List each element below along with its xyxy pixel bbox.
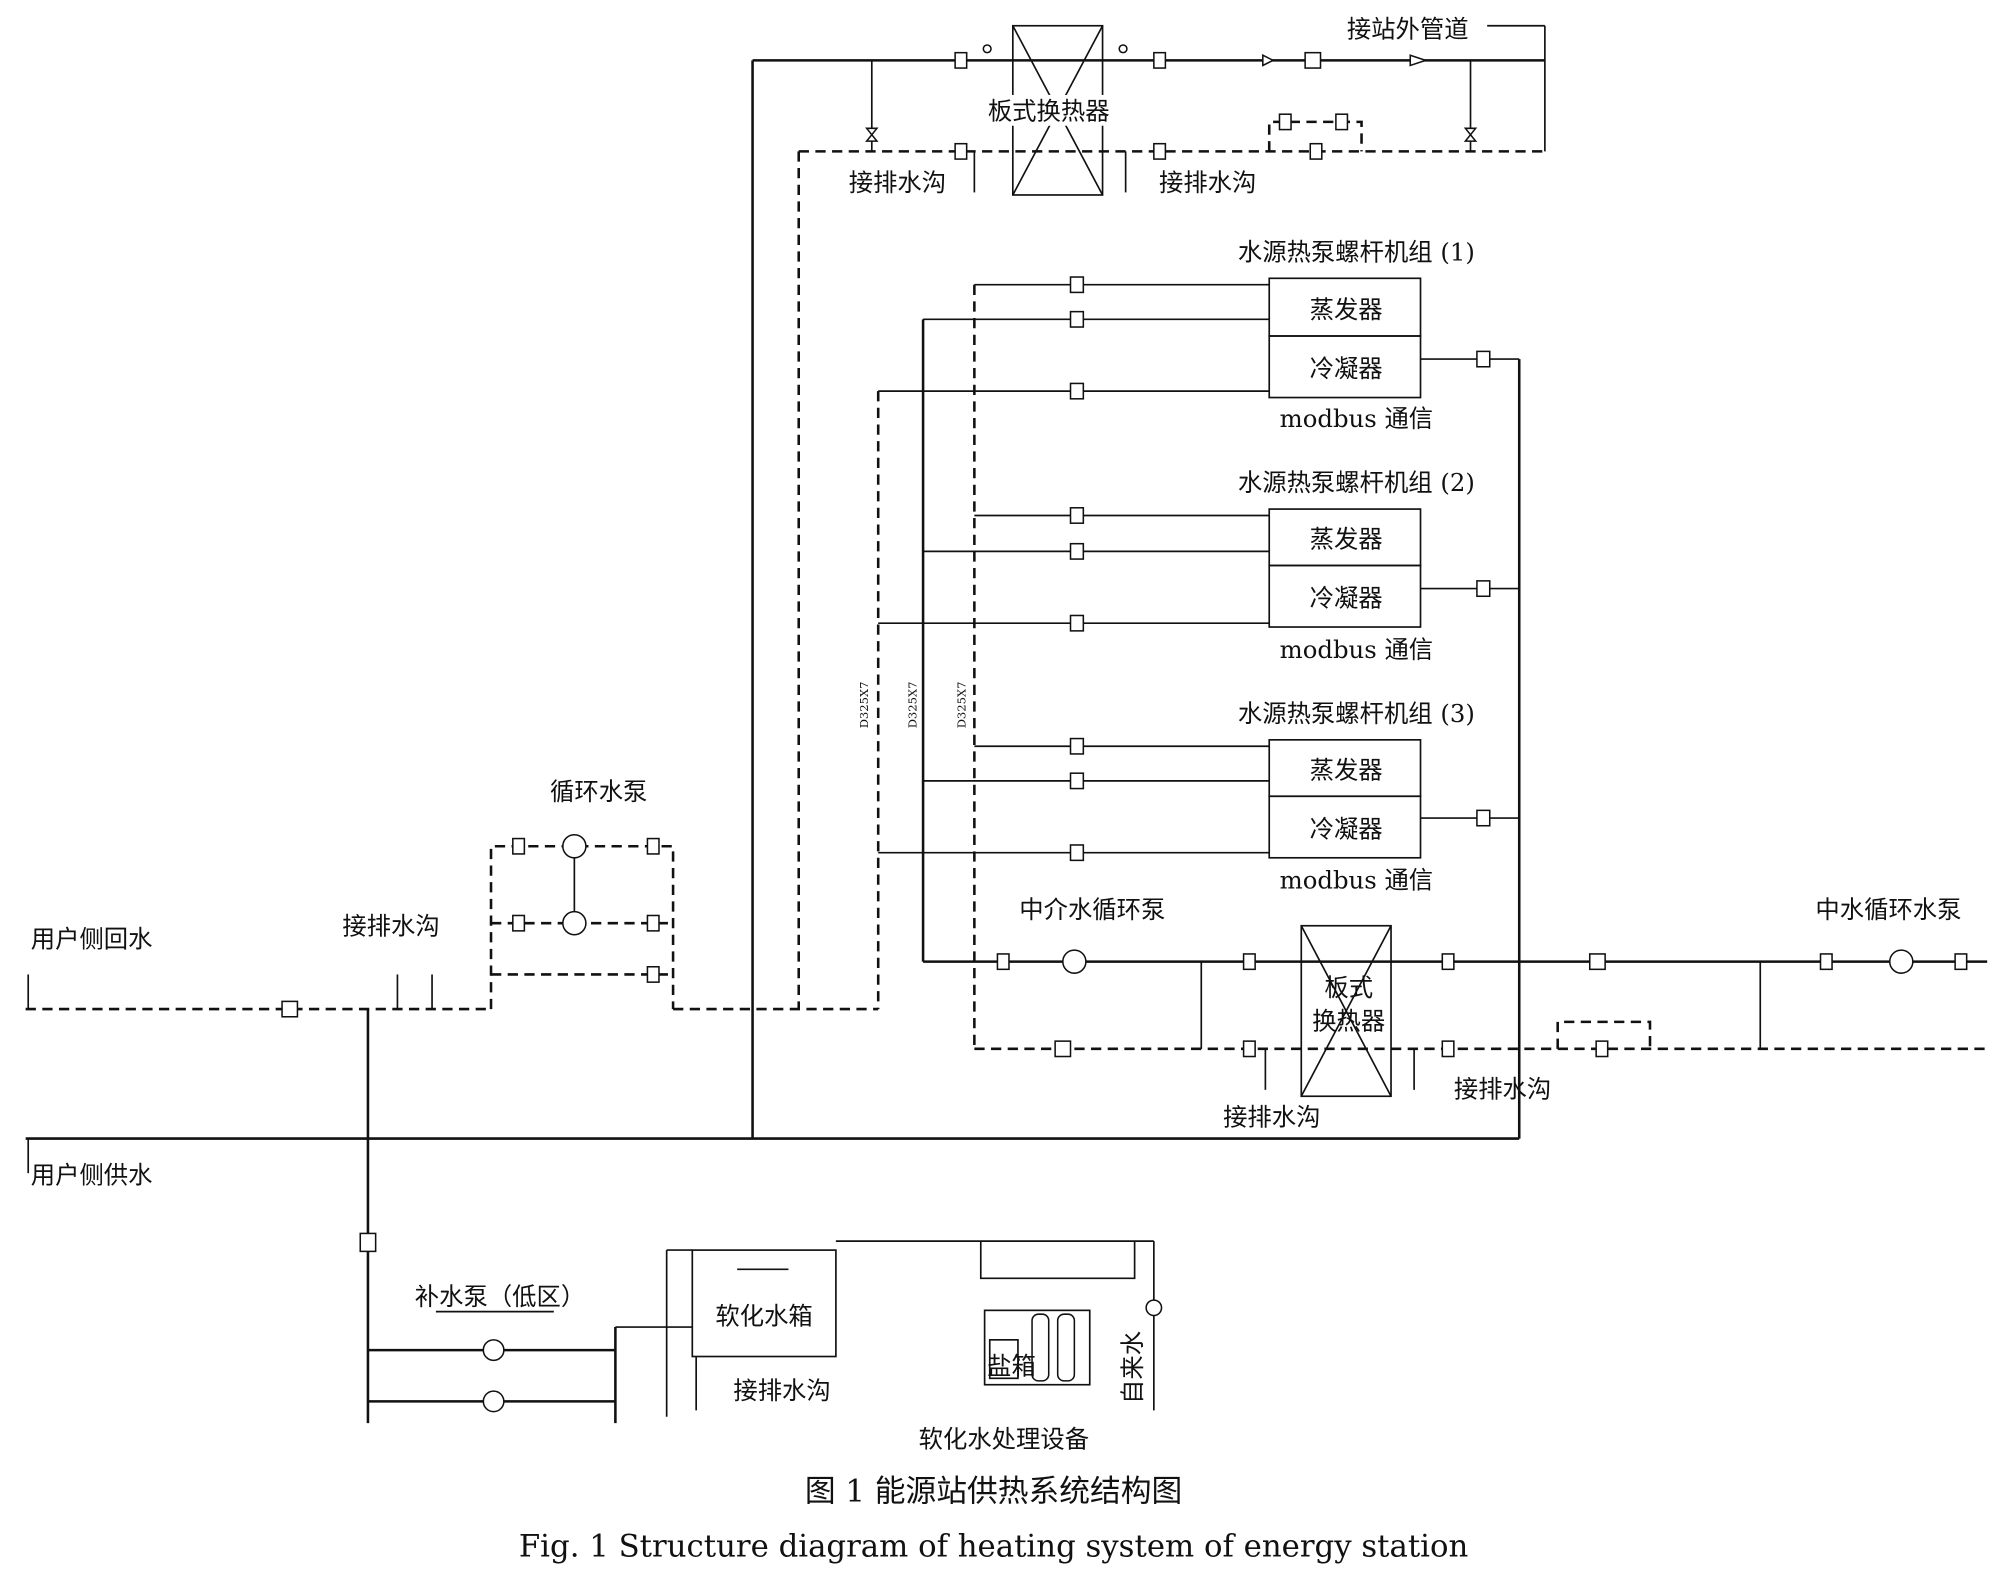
top-hx-label: 板式换热器	[988, 96, 1110, 125]
condenser-label: 冷凝器	[1310, 354, 1383, 383]
pipe-spec-label: D325X7	[857, 682, 871, 729]
user-side: 循环水泵 接排水沟 用户侧回水 用户侧供水	[25, 777, 1520, 1424]
unit-2: 蒸发器 冷凝器 水源热泵螺杆机组 (2) modbus 通信	[878, 468, 1520, 664]
user-supply-label: 用户侧供水	[31, 1160, 153, 1189]
drain-label: 接排水沟	[1223, 1103, 1320, 1132]
evaporator-label: 蒸发器	[1310, 525, 1383, 554]
bottom-plate-heat-exchanger	[1300, 924, 1392, 1098]
pipe-spec-label: D325X7	[906, 682, 920, 729]
circulation-pump-label: 循环水泵	[550, 777, 647, 806]
condenser-label: 冷凝器	[1310, 584, 1383, 613]
makeup-system: 补水泵（低区） 软化水箱 接排水沟 盐箱 软化水处理设备 自来水	[359, 1232, 1163, 1454]
caption-en: Fig. 1 Structure diagram of heating syst…	[519, 1529, 1468, 1565]
drain-label: 接排水沟	[342, 912, 439, 941]
pipe-spec-label: D325X7	[954, 682, 968, 729]
top-components	[865, 44, 1478, 160]
evaporator-label: 蒸发器	[1310, 755, 1383, 784]
unit-3: 蒸发器 冷凝器 水源热泵螺杆机组 (3) modbus 通信	[878, 699, 1520, 895]
unit-label: 水源热泵螺杆机组 (2)	[1238, 468, 1475, 497]
soft-tank-label: 软化水箱	[715, 1301, 812, 1330]
modbus-label: modbus 通信	[1280, 866, 1434, 895]
caption-cn: 图 1 能源站供热系统结构图	[805, 1473, 1182, 1509]
soft-water-tank	[691, 1249, 837, 1358]
medium-loop: 板式 换热器 中介水循环泵 中水循环水泵 接排水沟 接排水沟	[923, 895, 1988, 1132]
outside-pipe-label: 接站外管道	[1347, 14, 1469, 43]
tap-water-label: 自来水	[1118, 1331, 1147, 1404]
modbus-label: modbus 通信	[1280, 404, 1434, 433]
drain-label: 接排水沟	[849, 168, 946, 197]
evaporator-label: 蒸发器	[1310, 295, 1383, 324]
softener-label: 软化水处理设备	[919, 1425, 1089, 1454]
bottom-hx-label: 换热器	[1312, 1007, 1385, 1036]
softener-equipment	[983, 1309, 1091, 1386]
drain-label: 接排水沟	[1454, 1075, 1551, 1104]
drain-label: 接排水沟	[733, 1376, 830, 1405]
unit-1: 蒸发器 冷凝器 水源热泵螺杆机组 (1) modbus 通信	[878, 237, 1520, 433]
condenser-label: 冷凝器	[1310, 814, 1383, 843]
bottom-hx-label: 板式	[1324, 973, 1373, 1002]
makeup-pump-label: 补水泵（低区）	[415, 1282, 585, 1311]
drain-label: 接排水沟	[1159, 168, 1256, 197]
unit-label: 水源热泵螺杆机组 (1)	[1238, 237, 1475, 266]
heat-pump-units: 蒸发器 冷凝器 水源热泵螺杆机组 (1) modbus 通信 蒸发器 冷凝器 水…	[857, 237, 1521, 1139]
reclaimed-pump-label: 中水循环水泵	[1815, 895, 1961, 924]
user-return-label: 用户侧回水	[31, 925, 153, 954]
salt-box-label: 盐箱	[987, 1351, 1036, 1380]
top-loop: 板式换热器 接站外管道 接排水沟 接排水沟	[751, 14, 1546, 1139]
modbus-label: modbus 通信	[1280, 635, 1434, 664]
unit-label: 水源热泵螺杆机组 (3)	[1238, 699, 1475, 728]
medium-pump-label: 中介水循环泵	[1019, 895, 1165, 924]
